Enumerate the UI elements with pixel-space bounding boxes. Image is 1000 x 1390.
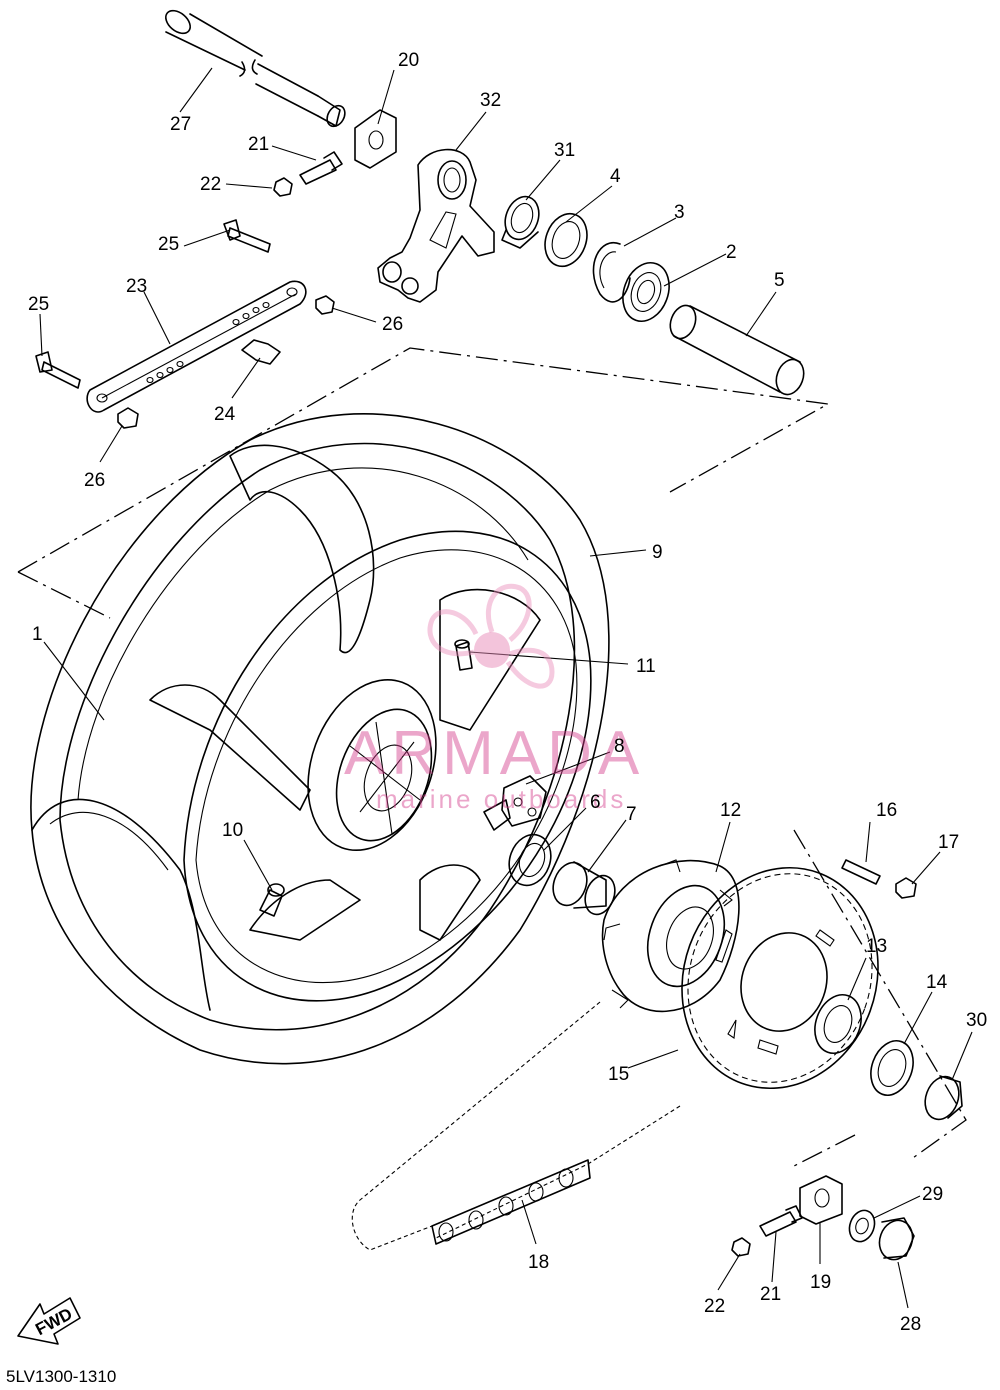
bearing-2 [622, 262, 670, 322]
part-label-6: 6 [590, 792, 601, 813]
leader-lines [39, 67, 973, 1309]
part-label-7: 7 [626, 804, 637, 825]
sprocket-bolt-16 [841, 859, 881, 885]
part-label-2: 2 [726, 242, 737, 263]
adjuster-plate-lower [799, 1175, 843, 1225]
part-label-15: 15 [608, 1064, 629, 1085]
part-label-8: 8 [614, 736, 625, 757]
part-label-16: 16 [876, 800, 897, 821]
part-label-13: 13 [866, 936, 887, 957]
diagram-code: 5LV1300-1310 [6, 1367, 116, 1386]
part-label-21-bottom: 21 [760, 1284, 781, 1305]
part-label-21-top: 21 [248, 134, 269, 155]
part-label-22-bottom: 22 [704, 1296, 725, 1317]
part-label-26-left: 26 [84, 470, 105, 491]
wheel-pin [454, 639, 473, 671]
watermark-brand: ARMADA [344, 719, 645, 788]
oil-seal-14 [870, 1040, 914, 1096]
part-label-14: 14 [926, 972, 948, 993]
axle-nut-28 [878, 1217, 915, 1261]
rear-wheel [30, 413, 610, 1065]
part-label-25-left: 25 [28, 294, 49, 315]
torque-arm [86, 280, 307, 413]
assembly-reference-lines [17, 347, 967, 1169]
bearing-6 [508, 833, 552, 887]
circlip-3 [592, 241, 631, 303]
fwd-arrow: FWD [17, 1297, 81, 1345]
part-label-25-top: 25 [158, 234, 179, 255]
torque-arm-clip-24 [241, 339, 281, 365]
bearing-13 [814, 994, 862, 1054]
watermark-tagline: marine outboards [376, 784, 626, 814]
part-label-26-right: 26 [382, 314, 403, 335]
sprocket-hub-12 [601, 859, 740, 1013]
caliper-bracket [377, 148, 495, 303]
part-label-12: 12 [720, 800, 741, 821]
axle-collar-31 [501, 195, 540, 249]
part-label-30: 30 [966, 1010, 987, 1031]
part-label-4: 4 [610, 166, 621, 187]
part-label-3: 3 [674, 202, 685, 223]
part-label-24: 24 [214, 404, 236, 425]
washer-29 [848, 1209, 876, 1243]
part-label-9: 9 [652, 542, 663, 563]
armada-watermark: ARMADA marine outboards [344, 583, 645, 814]
sprocket-nut-17 [895, 877, 917, 899]
part-label-11: 11 [636, 656, 656, 677]
part-numbers: 27 20 21 22 32 31 4 3 2 5 25 23 25 26 24… [28, 50, 987, 1335]
part-label-32: 32 [480, 90, 501, 111]
bolt-and-nut-top [273, 151, 343, 197]
drive-sprocket-15 [681, 866, 879, 1090]
part-label-17: 17 [938, 832, 959, 853]
air-valve [259, 883, 285, 917]
part-label-31: 31 [554, 140, 575, 161]
part-label-18: 18 [528, 1252, 549, 1273]
hub-damper-8 [483, 775, 547, 831]
bolt-and-nut-lower [731, 1205, 803, 1257]
part-label-22-top: 22 [200, 174, 221, 195]
torque-arm-bolts [35, 219, 335, 429]
part-label-28: 28 [900, 1314, 921, 1335]
part-label-5: 5 [774, 270, 785, 291]
collar-7 [552, 861, 616, 916]
part-label-1: 1 [32, 624, 43, 645]
collar-30 [924, 1075, 963, 1121]
oil-seal-4 [544, 212, 588, 268]
part-label-23: 23 [126, 276, 147, 297]
part-label-20: 20 [398, 50, 419, 71]
drive-chain-18 [351, 1001, 681, 1251]
adjuster-plate [354, 109, 397, 169]
part-label-27: 27 [170, 114, 191, 135]
part-label-19: 19 [810, 1272, 831, 1293]
rear-axle [165, 9, 346, 128]
spacer-5 [669, 304, 805, 396]
part-label-29: 29 [922, 1184, 943, 1205]
part-label-10: 10 [222, 820, 243, 841]
